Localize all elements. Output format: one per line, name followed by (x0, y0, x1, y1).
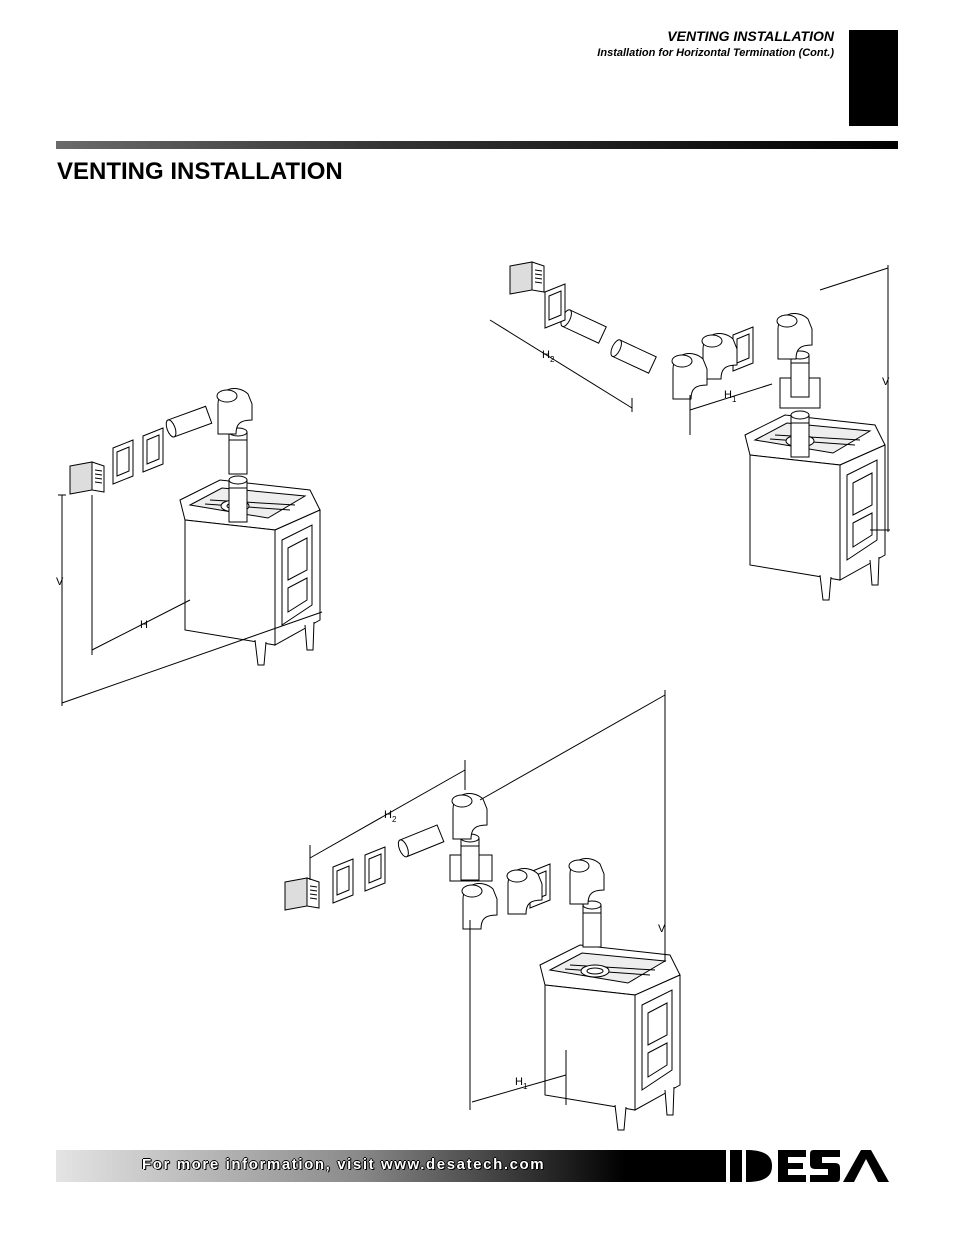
elbow-top (451, 793, 488, 840)
dimension-h2: H2 (384, 809, 397, 824)
figure-3: V H2 H1 (284, 690, 681, 1131)
horizontal-pipe (610, 339, 657, 374)
header-section-title: VENTING INSTALLATION (667, 28, 834, 44)
vent-pipe-collar (790, 410, 810, 458)
header-rule (56, 141, 898, 149)
desa-logo (730, 1150, 889, 1182)
figure-2: V H2 H1 (489, 261, 890, 601)
vent-terminal (509, 261, 545, 295)
horizontal-pipe (165, 405, 213, 438)
vent-pipe (228, 427, 248, 475)
elbow-low (671, 353, 708, 400)
dimension-v: V (658, 923, 666, 935)
elbow-low (461, 883, 498, 930)
dimension-lines (58, 494, 323, 706)
connector (506, 868, 543, 915)
dimension-lines (489, 265, 890, 532)
stove-drawing (539, 944, 681, 1131)
vent-pipe-collar (228, 475, 248, 523)
dimension-v: V (882, 376, 890, 388)
horizontal-pipe (560, 309, 607, 344)
firestop (332, 858, 354, 904)
figure-1: V H (56, 388, 323, 706)
wall-plate (142, 427, 164, 473)
vent-pipe (460, 833, 480, 881)
stove-drawing (744, 414, 886, 601)
dimension-h1: H1 (515, 1076, 528, 1091)
dimension-lines (309, 690, 666, 1110)
page-title: VENTING INSTALLATION (57, 158, 343, 185)
dimension-v: V (56, 576, 64, 588)
vent-terminal (284, 877, 320, 911)
vent-pipe (582, 900, 602, 948)
dimension-h2: H2 (542, 349, 555, 364)
elbow (568, 858, 605, 905)
footer-banner: For more information, visit www.desatech… (56, 1150, 726, 1182)
vent-terminal (69, 461, 105, 495)
header-subtitle: Installation for Horizontal Termination … (597, 47, 834, 59)
dimension-h: H (140, 619, 148, 631)
horizontal-pipe (397, 824, 445, 858)
firestop (112, 439, 134, 485)
wall-plate (364, 846, 386, 892)
footer-text: For more information, visit www.desatech… (142, 1156, 546, 1173)
firestop (544, 283, 566, 329)
dimension-h1: H1 (724, 389, 737, 404)
section-tab (849, 30, 898, 126)
elbow (216, 388, 253, 435)
